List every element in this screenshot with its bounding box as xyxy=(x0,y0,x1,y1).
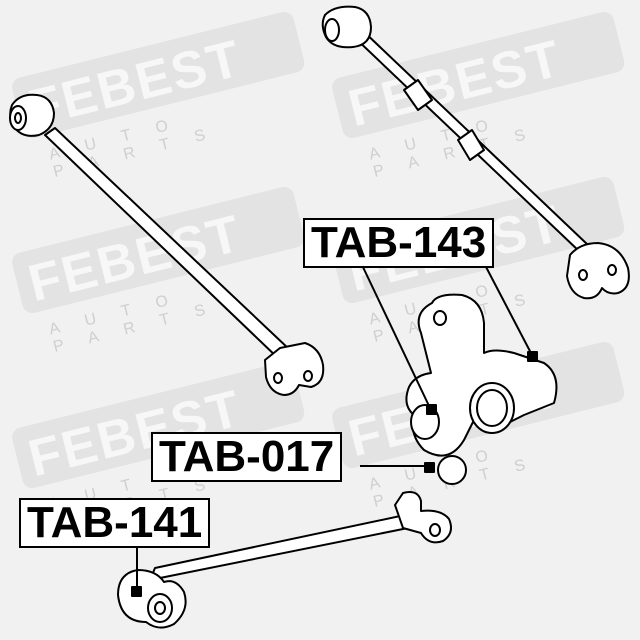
lower-control-arm xyxy=(117,491,452,629)
left-control-arm xyxy=(9,93,325,396)
part-label-tab-143: TAB-143 xyxy=(303,218,495,268)
part-label-tab-017: TAB-017 xyxy=(151,432,343,482)
right-adjustable-arm xyxy=(321,5,630,300)
steering-knuckle xyxy=(405,293,558,485)
part-label-tab-141: TAB-141 xyxy=(19,498,211,548)
leader-lines xyxy=(136,264,533,590)
